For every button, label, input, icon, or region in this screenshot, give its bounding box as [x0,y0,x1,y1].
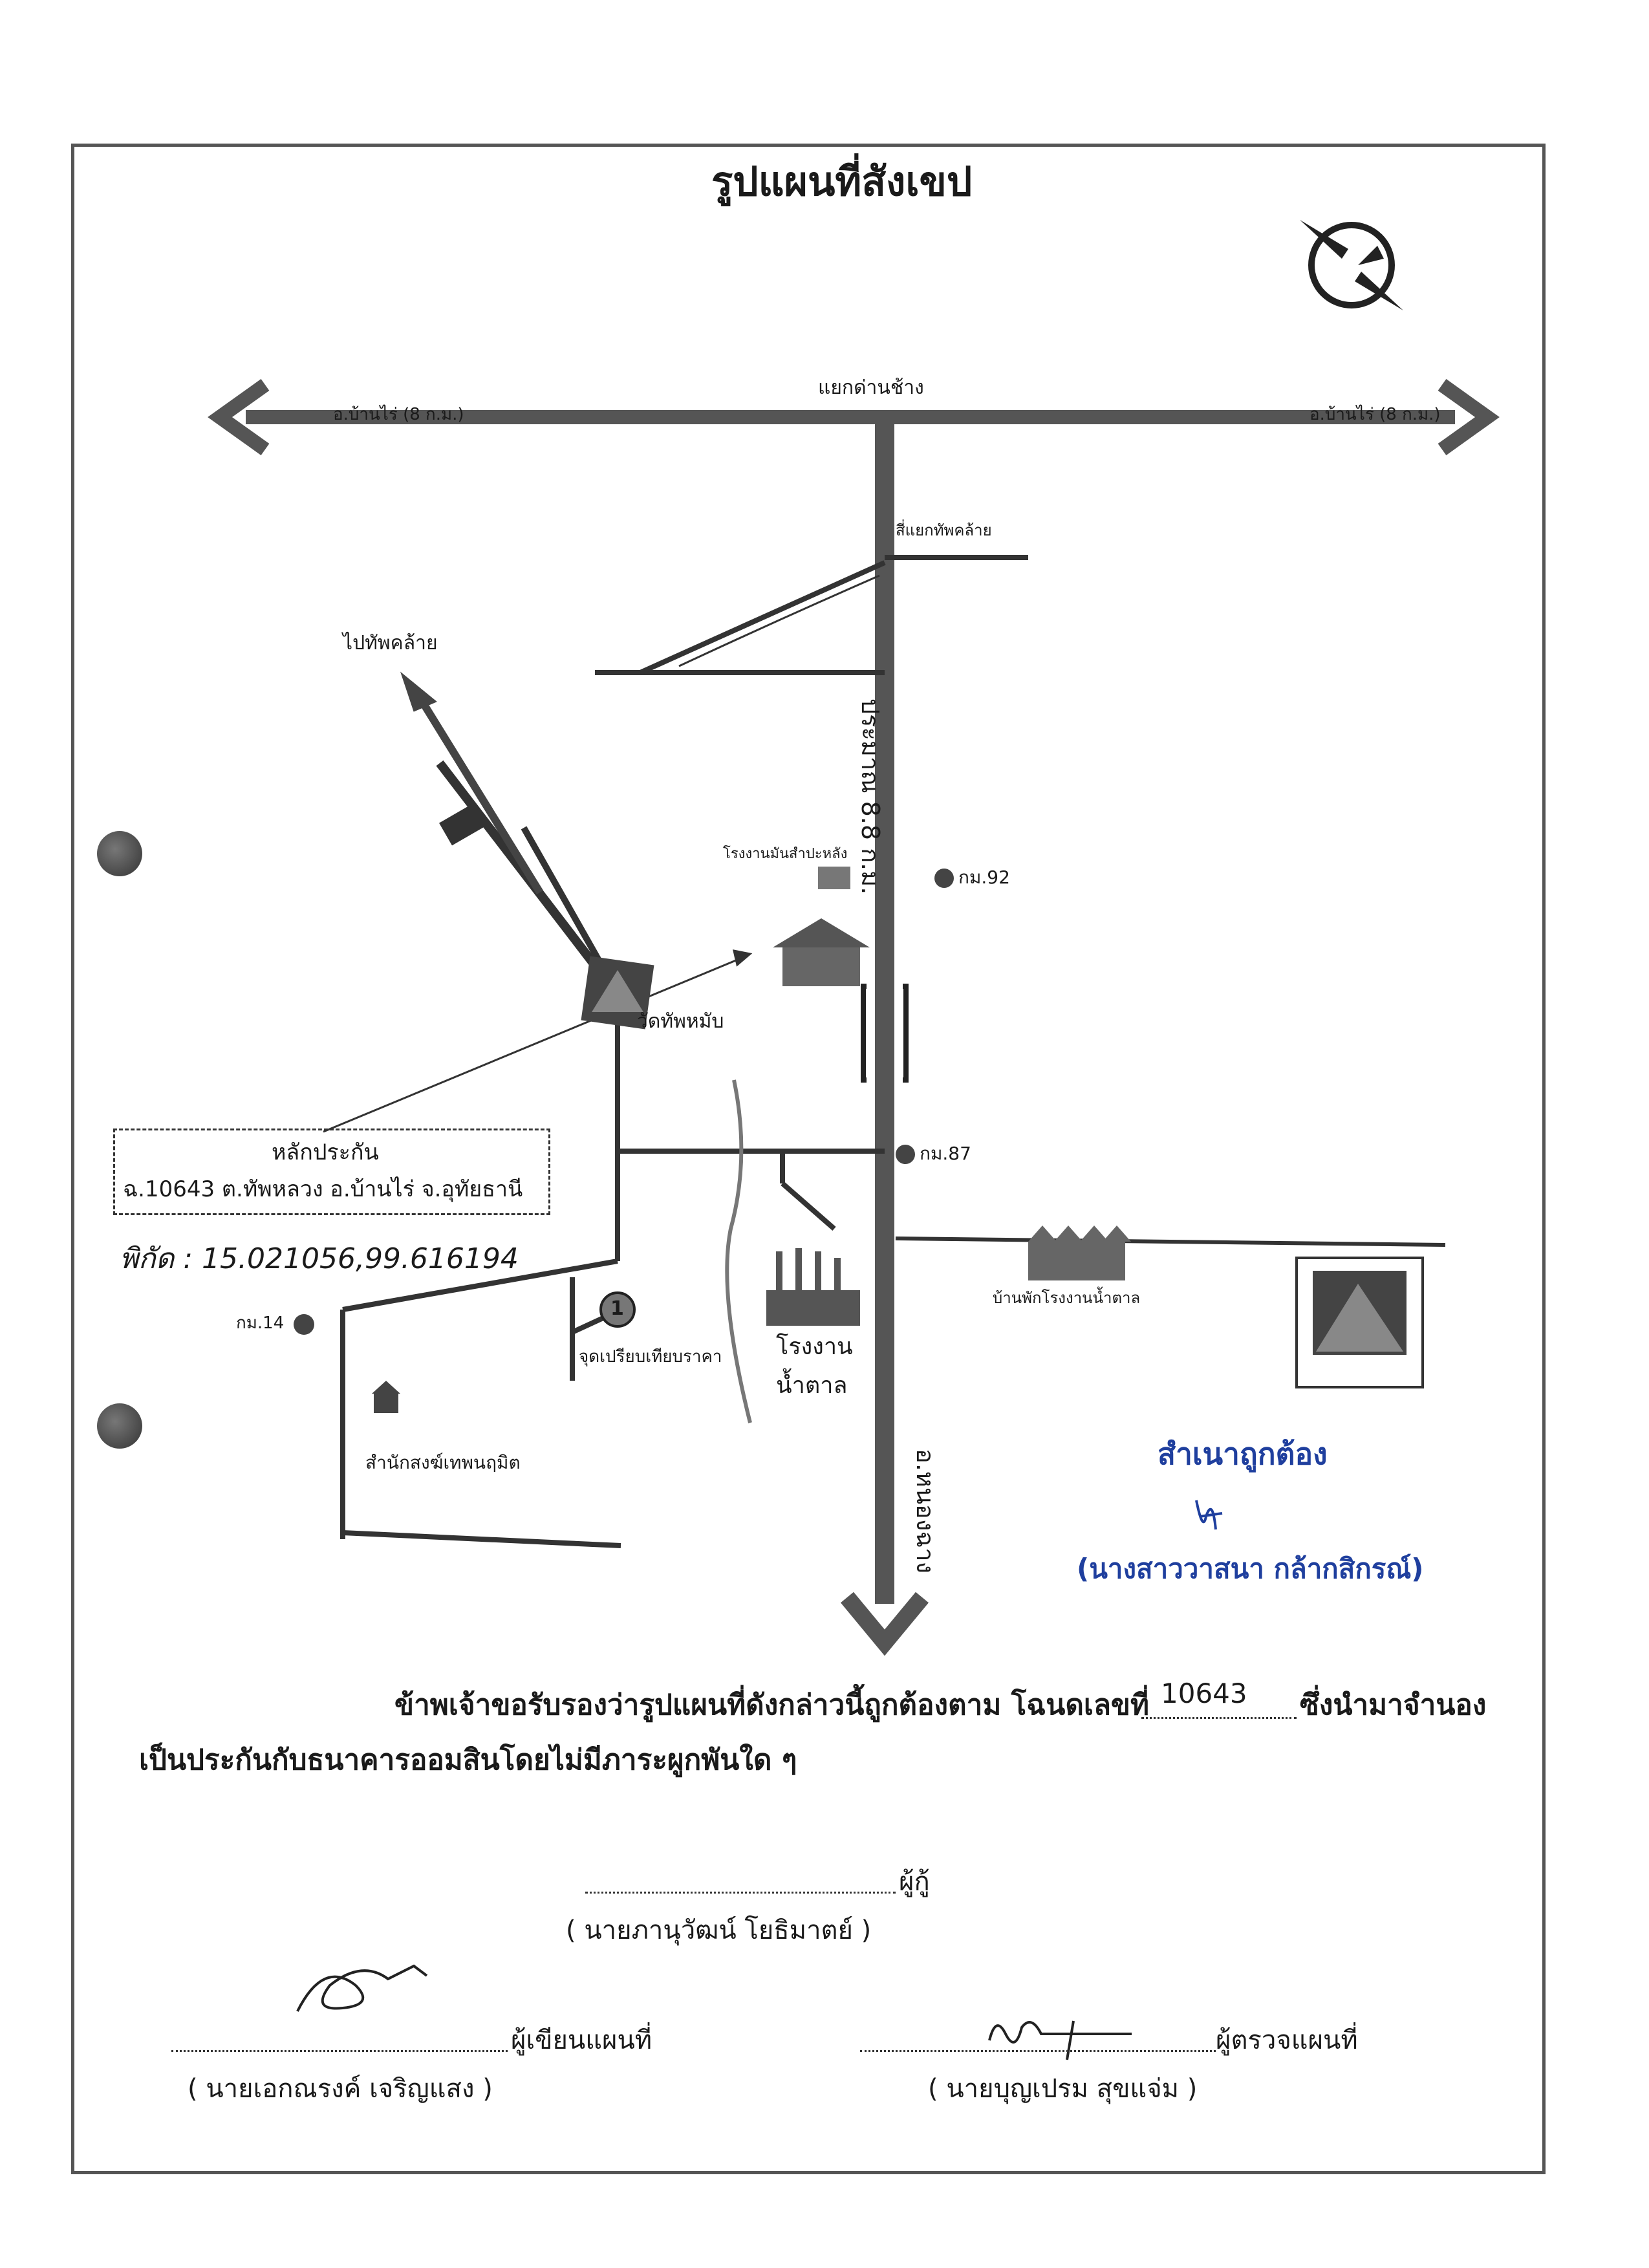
staff-housing-icon [1028,1226,1131,1280]
bridge-icon [861,984,909,1083]
left-direction-label: อ.บ้านไร่ (8 ก.ม.) [333,405,464,424]
statement-line1-prefix: ข้าพเจ้าขอรับรองว่ารูปแผนที่ดังกล่าวนี้ถ… [394,1689,1149,1722]
comparison-point-label: จุดเปรียบเทียบราคา [579,1347,722,1366]
inspector-signature-line [860,2050,1216,2052]
drawer-name: ( นายเอกณรงค์ เจริญแสง ) [188,2074,493,2104]
to-thapkhla-label: ไปทัพคล้าย [343,632,438,654]
certified-signature-mark [1195,1500,1223,1530]
drawer-signature-line [171,2050,508,2052]
deed-number: 10643 [1161,1678,1247,1709]
km87-marker [896,1145,915,1164]
comparison-point-number: 1 [610,1297,624,1320]
coordinates-label: พิกัด : 15.021056,99.616194 [120,1242,519,1275]
compass-north-icon [1300,220,1403,310]
deed-dotted-line [1141,1717,1297,1719]
leader-line [323,949,753,1133]
staff-housing-label: บ้านพักโรงงานน้ำตาล [993,1289,1141,1307]
temple-icon [581,956,654,1030]
side-roads [340,555,1446,1548]
drawer-signature-mark [296,1964,428,2012]
statement-line2: เป็นประกันกับธนาคารออมสินโดยไม่มีภาระผูก… [139,1744,797,1777]
junction-label: แยกด่านช้าง [818,376,924,399]
distance-label: ประมาณ 8.8 ก.ม. [856,698,885,895]
monk-office-icon [372,1381,400,1413]
km92-marker [934,869,954,888]
stream-line [725,1079,752,1423]
temple-khao-icon [1295,1257,1424,1388]
km92-label: กม.92 [958,867,1010,888]
statement-line1-suffix: ซึ่งนำมาจำนอง [1300,1689,1487,1722]
right-direction-label: อ.บ้านไร่ (8 ก.ม.) [1310,405,1441,424]
drawer-role: ผู้เขียนแผนที่ [511,2025,652,2055]
north-south-road [840,417,929,1656]
certified-signer: (นางสาววาสนา กล้ากสิกรณ์) [1077,1553,1424,1584]
inspector-name: ( นายบุญเปรม สุขแจ่ม ) [928,2074,1198,2104]
inspector-signature-mark [988,2020,1132,2060]
inspector-role: ผู้ตรวจแผนที่ [1216,2025,1358,2055]
sugar-factory-label-1: โรงงาน [776,1334,853,1360]
collateral-box [113,1129,550,1215]
map-frame [71,144,1546,2174]
south-direction-label: อ.หนองฉาง [911,1449,940,1574]
borrower-name: ( นายภานุวัฒน์ โยธิมาตย์ ) [566,1916,872,1945]
page-title: รูปแผนที่สังเขป [711,158,973,205]
certified-stamp: สำเนาถูกต้อง [1158,1436,1328,1471]
sugar-factory-label-2: น้ำตาล [776,1372,848,1399]
km87-label: กม.87 [920,1143,971,1164]
collateral-heading: หลักประกัน [272,1139,379,1165]
cassava-factory-icon [773,867,870,986]
cassava-factory-label: โรงงานมันสำปะหลัง [723,846,848,862]
east-west-road [208,379,1500,455]
road-block-marker [439,803,486,846]
junction-thapkhla-label: สี่แยกทัพคล้าย [896,521,992,539]
km14-label: กม.14 [236,1313,285,1333]
arrow-to-thapkhla [400,671,544,895]
comparison-point-marker [599,1291,636,1328]
sugar-factory-icon [766,1248,860,1326]
temple-khao-label: วัดเขาประทุม [1316,1361,1392,1377]
punch-hole [97,1403,142,1449]
punch-hole [97,831,142,876]
borrower-role: ผู้กู้ [899,1867,930,1897]
borrower-signature-line [585,1892,896,1894]
monk-office-label: สำนักสงฆ์เทพนฤมิต [365,1452,521,1473]
temple-thapmap-label: วัดทัพหมับ [637,1010,724,1033]
collateral-detail: ฉ.10643 ต.ทัพหลวง อ.บ้านไร่ จ.อุทัยธานี [123,1176,523,1202]
km14-marker [294,1314,314,1335]
